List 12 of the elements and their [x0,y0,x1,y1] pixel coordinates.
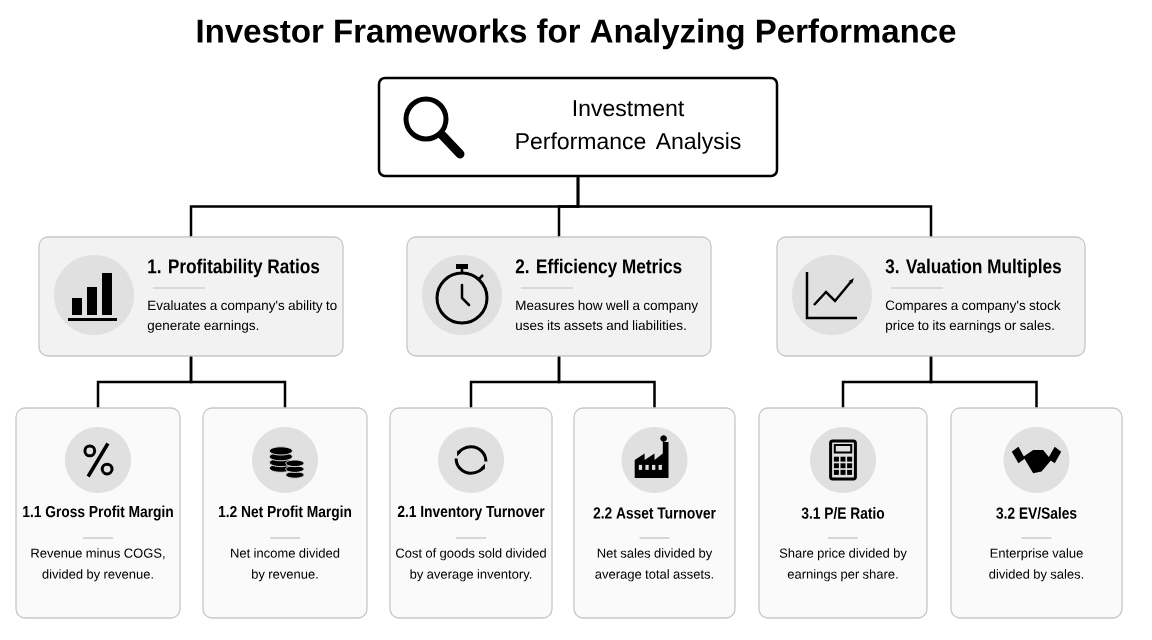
connector [929,356,1038,408]
connector [576,177,933,237]
metric-card: 3.2 EV/Sales Enterprise value divided by sales. [950,407,1123,619]
title: Investor Frameworks for Analyzing Performance [197,18,956,50]
metric-card: 1.1 Gross Profit Margin Revenue minus COGS, divided by revenue. [15,407,181,619]
metric-card: 1.2 Net Profit Margin Net income divided by revenue. [202,407,368,619]
connector [189,356,287,408]
metric-card: 3.1 P/E Ratio Share price divided by earnings per share. [758,407,928,619]
metric-card: 2.1 Inventory Turnover Cost of goods sold divided by average inventory. [389,407,553,619]
metric-card: 2.2 Asset Turnover Net sales divided by average total assets. [573,407,736,619]
connector [557,356,656,408]
root-box: Investment Performance Analysis [377,76,779,178]
